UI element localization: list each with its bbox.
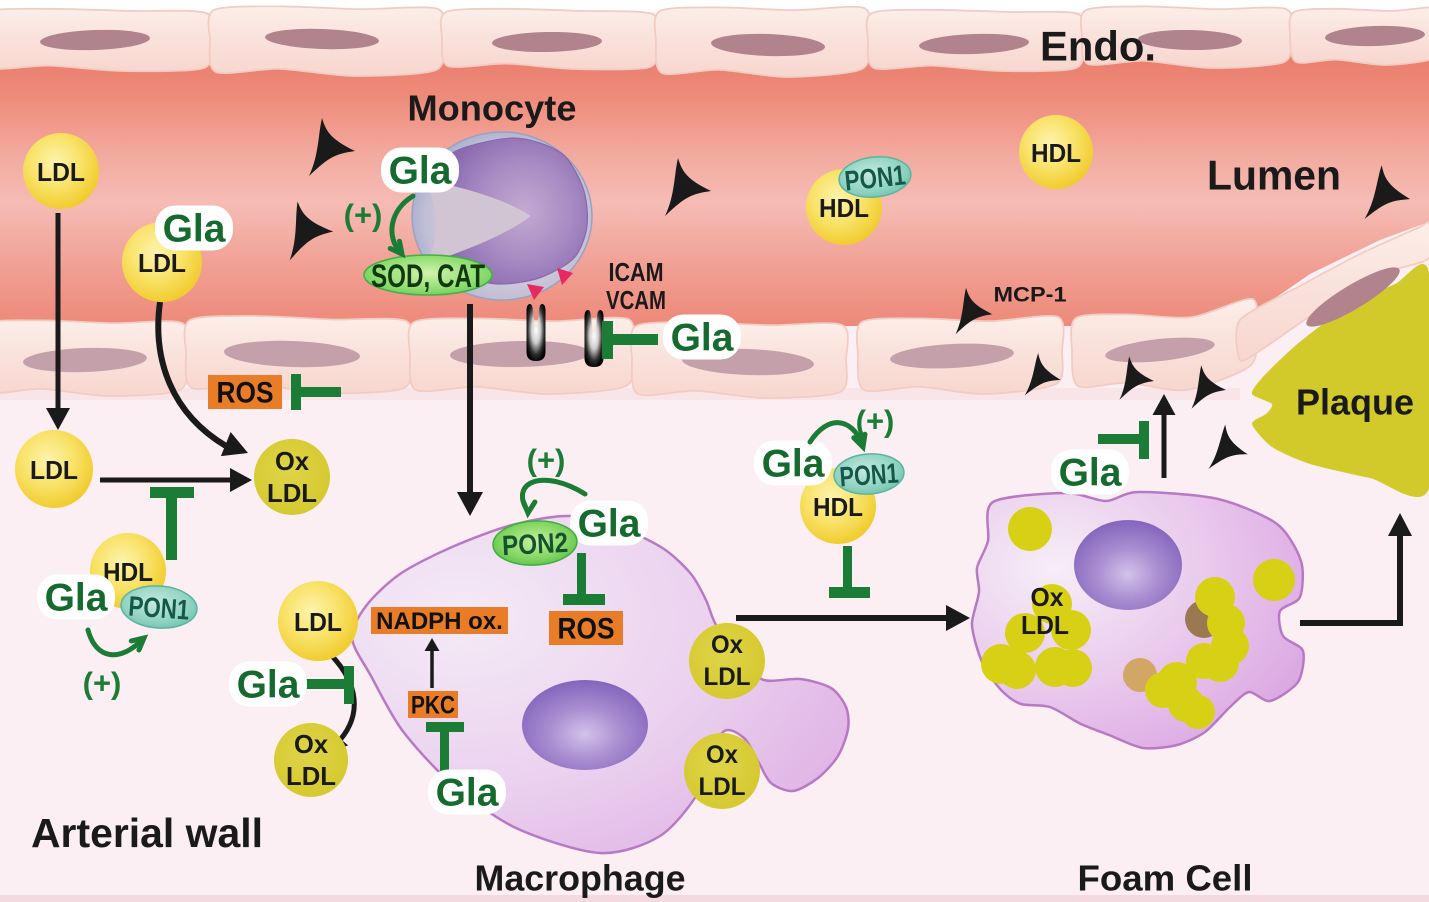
- svg-text:HDL: HDL: [819, 193, 869, 223]
- svg-text:Ox: Ox: [1031, 582, 1065, 612]
- svg-text:Plaque: Plaque: [1296, 382, 1414, 423]
- svg-text:LDL: LDL: [267, 478, 317, 508]
- svg-text:LDL: LDL: [704, 663, 751, 691]
- svg-text:LDL: LDL: [1021, 610, 1069, 640]
- svg-text:Arterial wall: Arterial wall: [31, 810, 263, 856]
- svg-text:SOD, CAT: SOD, CAT: [371, 258, 485, 294]
- svg-text:Ox: Ox: [294, 729, 329, 759]
- svg-text:Endo.: Endo.: [1040, 23, 1156, 70]
- svg-text:Gla: Gla: [45, 577, 108, 620]
- svg-text:VCAM: VCAM: [606, 285, 666, 315]
- svg-text:LDL: LDL: [30, 455, 78, 485]
- svg-text:PKC: PKC: [411, 692, 455, 720]
- svg-text:Gla: Gla: [671, 317, 734, 360]
- svg-text:(+): (+): [527, 443, 566, 478]
- svg-text:ROS: ROS: [217, 377, 274, 410]
- svg-text:Macrophage: Macrophage: [475, 858, 686, 899]
- svg-text:Foam Cell: Foam Cell: [1078, 858, 1253, 899]
- svg-text:LDL: LDL: [699, 773, 746, 801]
- svg-text:PON1: PON1: [843, 159, 907, 196]
- svg-text:(+): (+): [83, 666, 122, 701]
- svg-text:HDL: HDL: [1031, 138, 1081, 168]
- svg-text:Monocyte: Monocyte: [408, 88, 577, 129]
- svg-text:ROS: ROS: [558, 613, 615, 646]
- svg-text:LDL: LDL: [37, 157, 85, 187]
- svg-text:Gla: Gla: [1059, 452, 1122, 495]
- svg-text:NADPH ox.: NADPH ox.: [376, 608, 503, 635]
- svg-text:ICAM: ICAM: [609, 257, 664, 287]
- svg-text:(+): (+): [856, 404, 895, 439]
- svg-text:Gla: Gla: [762, 443, 825, 486]
- svg-text:Lumen: Lumen: [1207, 152, 1341, 199]
- svg-text:Gla: Gla: [436, 772, 499, 815]
- svg-text:Gla: Gla: [389, 150, 452, 193]
- svg-text:LDL: LDL: [286, 761, 336, 791]
- svg-text:Ox: Ox: [706, 741, 738, 769]
- svg-text:Gla: Gla: [163, 208, 226, 251]
- svg-text:MCP-1: MCP-1: [994, 284, 1067, 307]
- svg-text:Gla: Gla: [578, 503, 641, 546]
- svg-text:PON1: PON1: [839, 457, 900, 492]
- svg-text:(+): (+): [344, 198, 383, 233]
- svg-text:PON1: PON1: [127, 590, 190, 625]
- svg-text:Ox: Ox: [711, 631, 743, 659]
- svg-text:PON2: PON2: [501, 527, 569, 561]
- svg-text:Gla: Gla: [237, 664, 300, 707]
- svg-text:HDL: HDL: [103, 557, 153, 587]
- svg-text:Ox: Ox: [275, 446, 310, 476]
- svg-text:LDL: LDL: [138, 248, 186, 278]
- svg-text:LDL: LDL: [294, 607, 342, 637]
- svg-text:HDL: HDL: [813, 492, 863, 522]
